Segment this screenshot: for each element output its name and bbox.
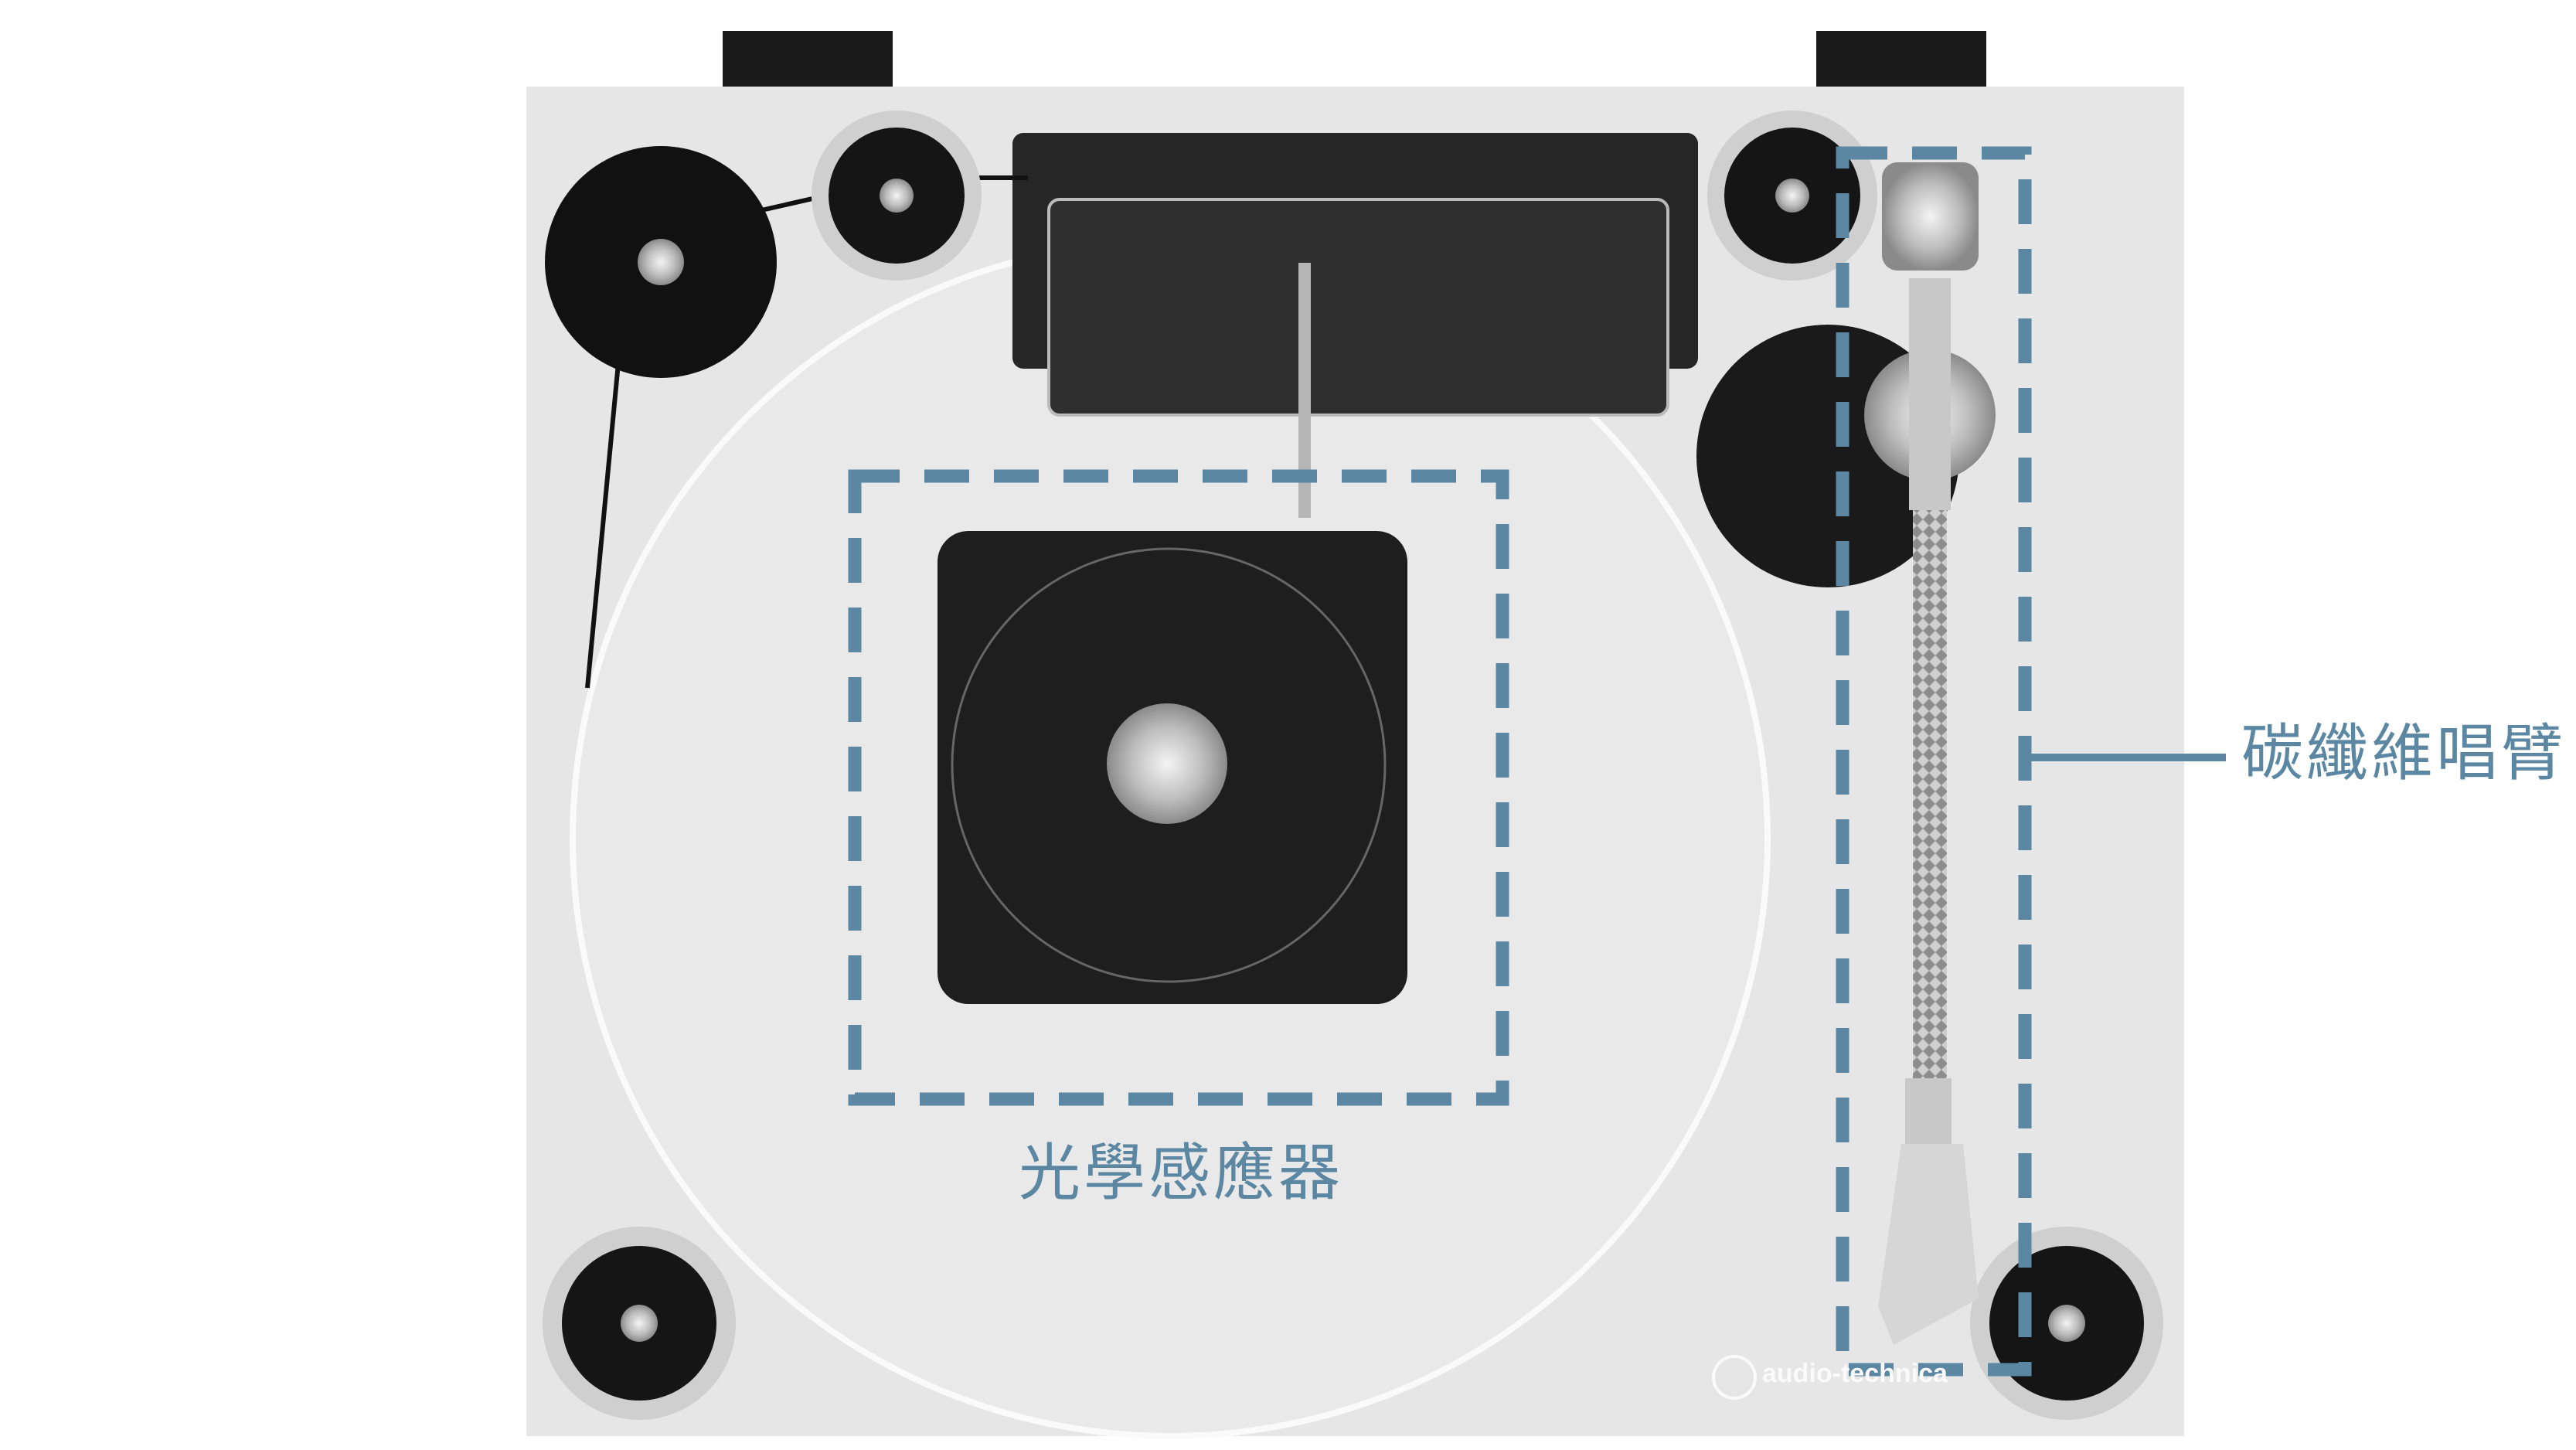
carbon-tonearm-label: 碳纖維唱臂 [2241, 717, 2566, 789]
pcb-cover [1047, 198, 1669, 417]
motor-spindle [638, 239, 684, 285]
tonearm [1696, 162, 1996, 1345]
optical-sensor-label: 光學感應器 [1019, 1137, 1343, 1209]
brand-logo-text: audio-technica [1762, 1359, 1948, 1388]
spindle [1107, 703, 1227, 824]
feet [543, 111, 2163, 1420]
hinge-left [723, 31, 893, 87]
tonearm-rest-rod [1298, 263, 1311, 518]
sensor-highlight-box [848, 469, 1509, 1106]
audio-technica-logo-icon [1712, 1355, 1757, 1400]
hinge-right [1816, 31, 1986, 87]
sensor-disc [951, 547, 1387, 983]
